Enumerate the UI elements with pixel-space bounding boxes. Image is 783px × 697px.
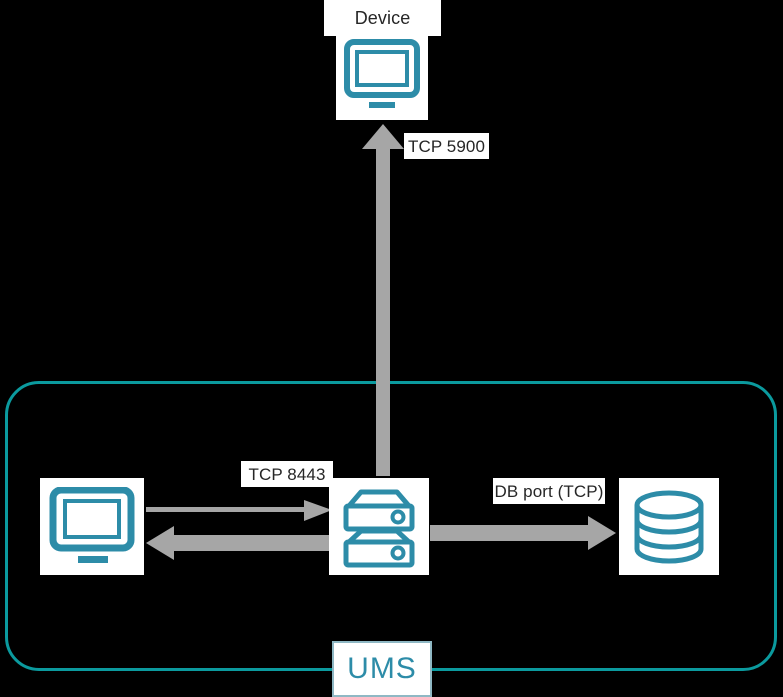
database-icon — [634, 490, 704, 563]
arrow-server-to-console — [146, 526, 332, 560]
monitor-icon — [344, 39, 420, 108]
console-node[interactable] — [40, 478, 144, 575]
database-node[interactable] — [619, 478, 719, 575]
tcp-8443-label: TCP 8443 — [241, 461, 333, 487]
arrow-console-to-server — [146, 500, 332, 521]
monitor-icon — [49, 486, 135, 563]
arrow-server-to-database — [430, 516, 616, 550]
db-port-label: DB port (TCP) — [493, 478, 605, 504]
server-node[interactable] — [329, 478, 429, 575]
server-icon — [343, 489, 415, 567]
ums-badge: UMS — [332, 641, 432, 697]
device-label: Device — [324, 0, 441, 36]
tcp-5900-label: TCP 5900 — [404, 133, 489, 159]
device-node[interactable] — [336, 32, 428, 120]
arrow-server-to-device — [362, 124, 404, 476]
